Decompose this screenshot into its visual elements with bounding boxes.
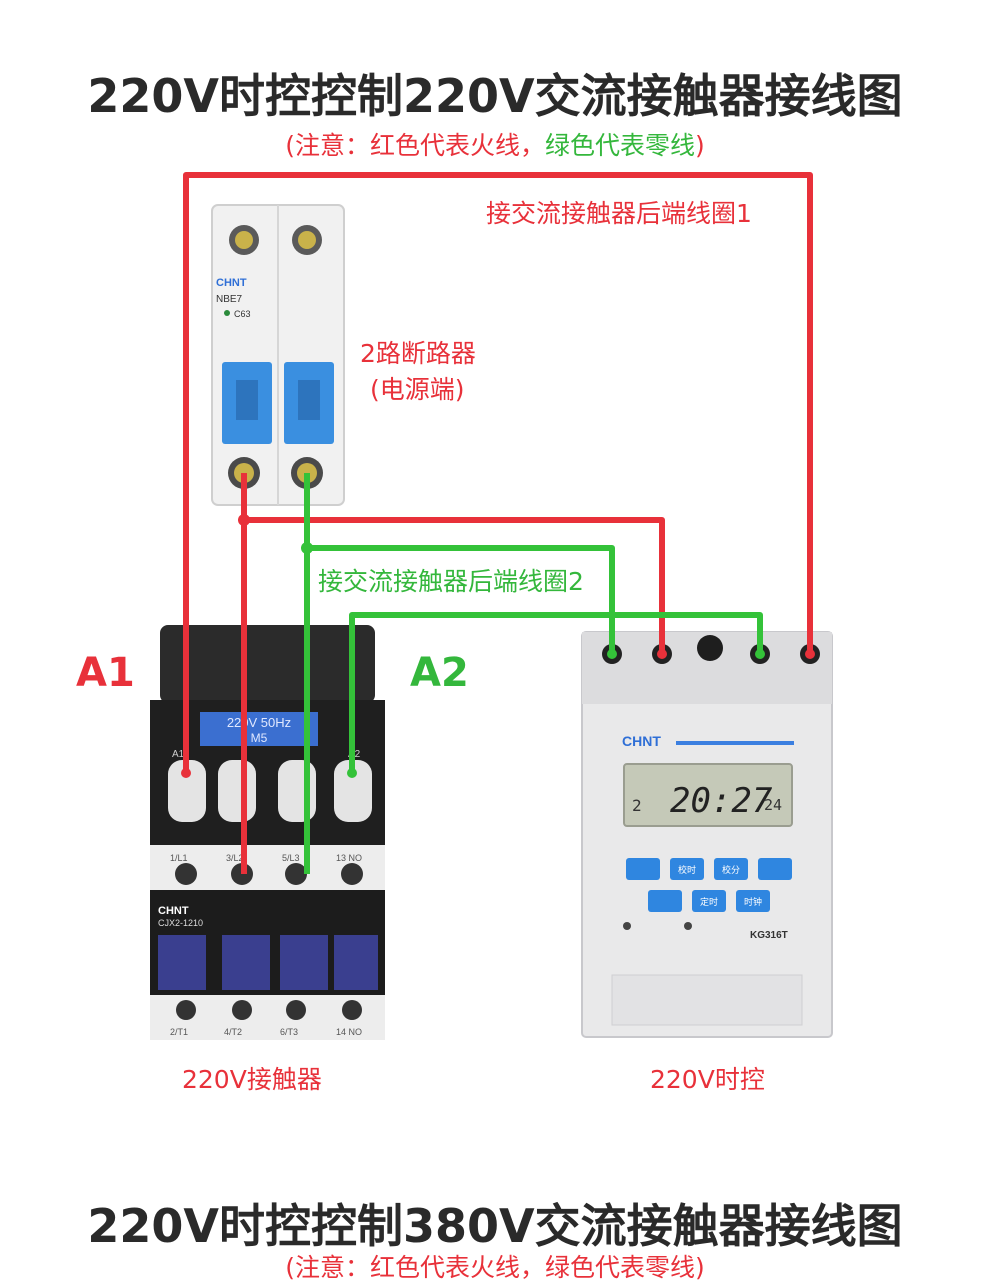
- timer-model: KG316T: [750, 930, 788, 941]
- breaker-rating: C63: [234, 309, 251, 319]
- neutral-wires: [304, 473, 763, 874]
- contactor-top-terminal-1: 1/L1: [170, 853, 188, 863]
- label-coil2: 接交流接触器后端线圈2: [318, 567, 584, 596]
- breaker-label-line2: (电源端): [370, 375, 465, 404]
- timer-button-clock-label: 时钟: [744, 896, 762, 908]
- timer-button-schedule[interactable]: 定时: [692, 890, 726, 912]
- note-green-part: 绿色代表零线: [545, 131, 696, 160]
- circuit-breaker: CHNT NBE7 C63: [211, 204, 345, 506]
- label-coil1: 接交流接触器后端线圈1: [486, 199, 752, 228]
- contactor-coil-a1-label: A1: [172, 749, 185, 760]
- timer-button-row2-1[interactable]: [648, 890, 682, 912]
- timer-button-row1-4[interactable]: [758, 858, 792, 880]
- wire-a1-to-timer: [183, 172, 813, 773]
- live-wires: [183, 172, 813, 874]
- breaker-handle-right[interactable]: [284, 362, 334, 444]
- timer-caption: 220V时控: [650, 1065, 765, 1094]
- breaker-model: NBE7: [216, 294, 243, 305]
- timer-button-row1-1[interactable]: [626, 858, 660, 880]
- timer-button-calibrate-minute[interactable]: 校分: [714, 858, 748, 880]
- tag-a1: A1: [76, 650, 135, 696]
- color-note-bottom: (注意：红色代表火线，绿色代表零线): [285, 1253, 705, 1282]
- timer-button-calibrate-hour[interactable]: 校时: [670, 858, 704, 880]
- contactor-top-terminal-4: 13 NO: [336, 853, 362, 863]
- note-red-part: 红色代表火线，: [369, 131, 545, 160]
- contactor-plate-line1: 220V 50Hz: [227, 715, 291, 730]
- wire-a2-to-timer: [349, 612, 763, 773]
- contactor-bottom-terminal-1: 2/T1: [170, 1027, 188, 1037]
- contactor-bottom-terminal-4: 14 NO: [336, 1027, 362, 1037]
- breaker-handle-left[interactable]: [222, 362, 272, 444]
- timer-button-calibrate-minute-label: 校分: [722, 864, 740, 876]
- timer-button-schedule-label: 定时: [700, 896, 718, 908]
- ac-contactor: 220V 50Hz M5 A1 A2 1/L1 3/L2 5/L3 13 NO …: [150, 625, 385, 1040]
- timer-display-day: 2: [632, 796, 642, 815]
- contactor-top-terminal-2: 3/L2: [226, 853, 244, 863]
- wire-breaker-neutral-to-timer: [307, 545, 615, 654]
- timer-button-clock[interactable]: 时钟: [736, 890, 770, 912]
- breaker-label-line1: 2路断路器: [360, 339, 476, 368]
- timer-display-time: 20:27: [670, 781, 773, 821]
- contactor-bottom-terminal-2: 4/T2: [224, 1027, 242, 1037]
- breaker-brand: CHNT: [216, 277, 247, 289]
- wire-breaker-live-to-timer: [244, 517, 665, 654]
- timer-brand: CHNT: [622, 733, 661, 749]
- contactor-top-terminal-3: 5/L3: [282, 853, 300, 863]
- note-close: ): [695, 131, 705, 160]
- note-open: (注意：: [285, 131, 370, 160]
- timer-button-calibrate-hour-label: 校时: [678, 864, 696, 876]
- diagram-title-top: 220V时控控制220V交流接触器接线图: [87, 69, 903, 123]
- contactor-bottom-terminal-3: 6/T3: [280, 1027, 298, 1037]
- color-note-top: (注意：红色代表火线，绿色代表零线): [0, 126, 990, 162]
- timer-display-sub: 24: [764, 796, 782, 814]
- contactor-caption: 220V接触器: [182, 1065, 322, 1094]
- contactor-brand: CHNT: [158, 905, 189, 917]
- contactor-model: CJX2-1210: [158, 918, 203, 928]
- time-controller: CHNT 2 20:27 24 校时 校分 定时 时钟 KG316T: [581, 631, 833, 1038]
- diagram-title-bottom: 220V时控控制380V交流接触器接线图: [87, 1199, 903, 1253]
- contactor-plate-line2: M5: [251, 731, 268, 745]
- tag-a2: A2: [410, 650, 469, 696]
